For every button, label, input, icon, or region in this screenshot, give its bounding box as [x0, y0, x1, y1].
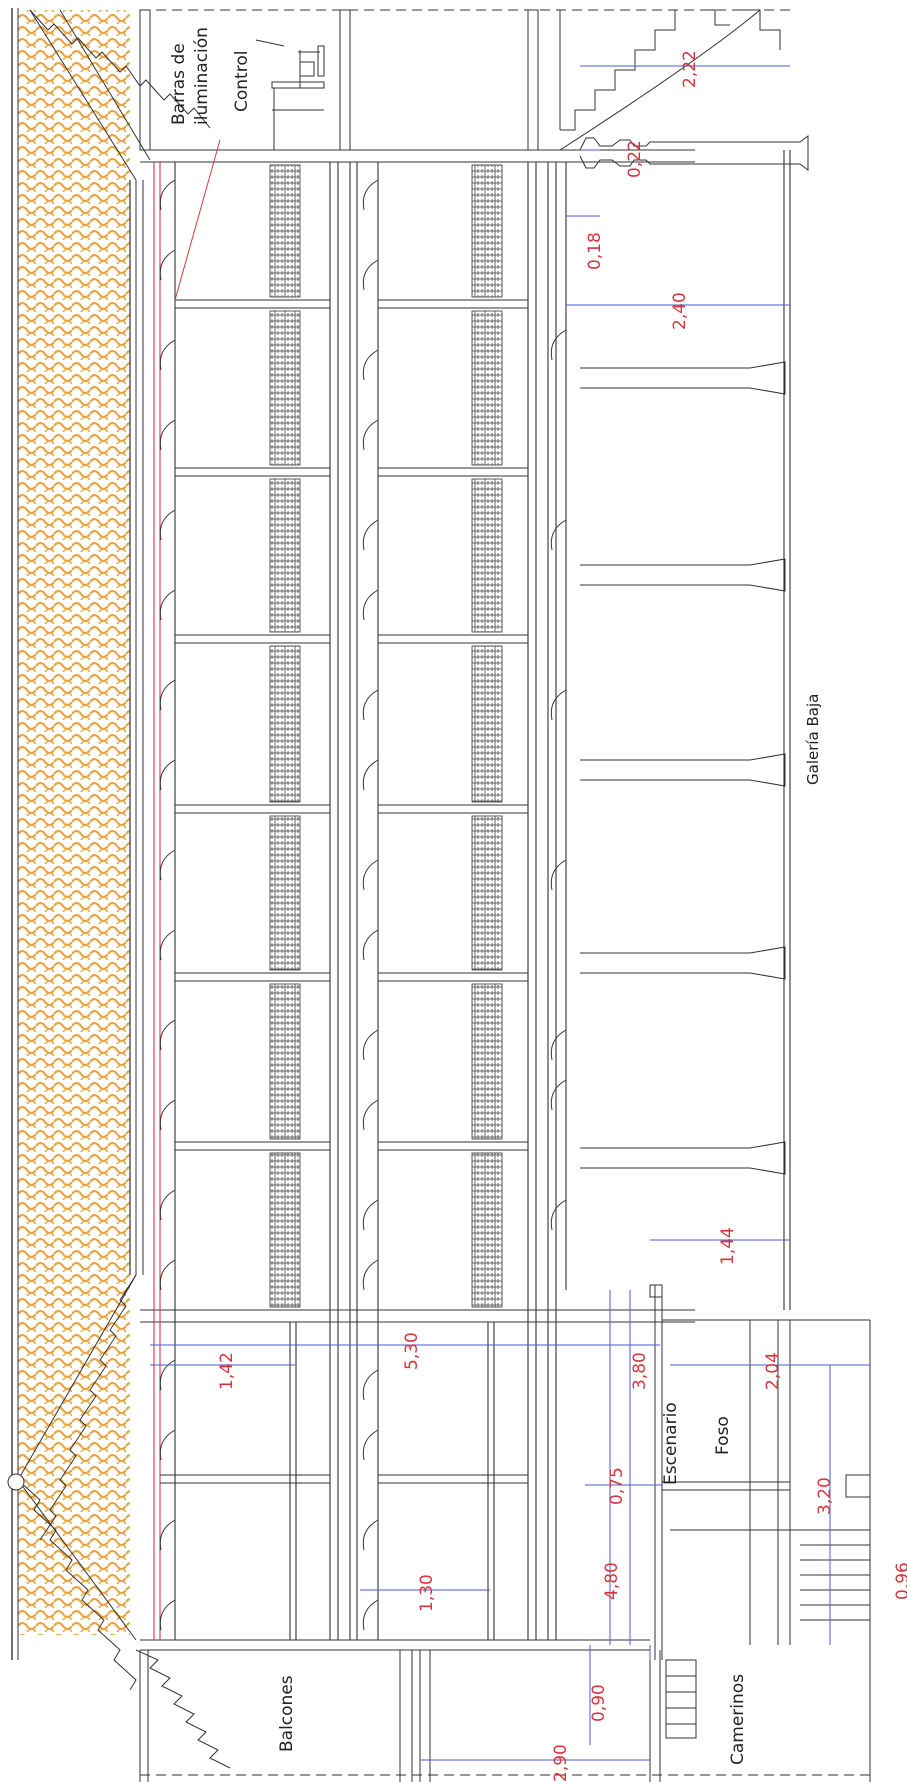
lighting-bars-label-line1: Barras de [169, 43, 189, 125]
dimension-1-44: 1,44 [718, 1227, 738, 1265]
dimension-3-20: 3,20 [815, 1477, 835, 1515]
pit-label: Foso [713, 1416, 733, 1455]
lighting-bars-label-line2: iluminación [192, 27, 212, 125]
dimension-4-80: 4,80 [602, 1562, 622, 1600]
dimension-2-90: 2,90 [551, 1744, 571, 1782]
lower-gallery-label: Galería Baja [804, 694, 822, 785]
main-structure [140, 149, 791, 1651]
balconies-label: Balcones [277, 1675, 297, 1752]
scalloped-brackets [159, 179, 567, 1631]
dimension-5-30: 5,30 [402, 1332, 422, 1370]
top-right-structure [139, 9, 790, 151]
dimension-1-42: 1,42 [217, 1352, 237, 1390]
lower-roof-sawtooth [135, 1649, 231, 1769]
dimension-3-80: 3,80 [630, 1352, 650, 1390]
dimension-1-30: 1,30 [417, 1574, 437, 1612]
dimension-2-40: 2,40 [670, 292, 690, 330]
dimension-2-04: 2,04 [763, 1352, 783, 1390]
balustrades [269, 164, 503, 1308]
lighting-bars-leader [174, 139, 221, 301]
dressing-rooms-label: Camerinos [728, 1674, 748, 1765]
dimension-0-90: 0,90 [589, 1684, 609, 1722]
roof-tiles [11, 8, 144, 1660]
dimension-0-18: 0,18 [585, 232, 605, 270]
dimension-0-96: 0,96 [893, 1562, 907, 1600]
roof-eave-sawtooth [7, 9, 211, 1691]
dimension-lines [150, 65, 870, 1761]
lower-gallery-columns [579, 135, 809, 1175]
control-label: Control [232, 51, 252, 112]
stage-label: Escenario [661, 1402, 681, 1485]
dimension-0-75: 0,75 [607, 1467, 627, 1505]
stage-pit-structure [139, 1284, 871, 1782]
dimension-0-22: 0,22 [625, 140, 645, 178]
dimension-2-22: 2,22 [680, 50, 700, 88]
